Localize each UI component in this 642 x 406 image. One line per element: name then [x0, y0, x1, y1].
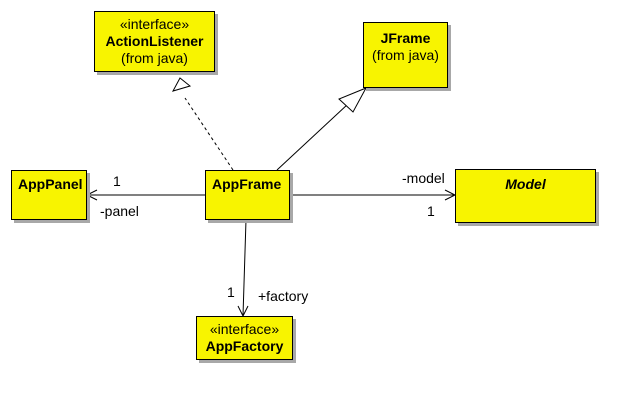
stereotype-label: «interface» [209, 321, 280, 337]
realization-line [184, 97, 234, 171]
jframe-class[interactable]: JFrame (from java) [363, 22, 448, 88]
model-multiplicity-label: 1 [427, 203, 435, 219]
app-factory-class[interactable]: «interface» AppFactory [196, 316, 293, 360]
class-name: AppFactory [205, 338, 284, 354]
model-role-label: -model [402, 170, 445, 186]
action-listener-class[interactable]: «interface» ActionListener (from java) [94, 11, 215, 72]
app-frame-class[interactable]: AppFrame [205, 170, 290, 220]
realization-arrowhead [171, 77, 192, 92]
class-name: AppFrame [212, 176, 282, 192]
factory-association-line [242, 219, 247, 317]
generalization-arrowhead [338, 87, 368, 113]
factory-multiplicity-label: 1 [227, 284, 235, 300]
factory-role-label: +factory [258, 288, 309, 304]
package-label: (from java) [372, 47, 439, 63]
generalization-line [276, 103, 349, 171]
class-name: ActionListener [105, 33, 204, 49]
class-name: JFrame [380, 30, 431, 46]
panel-multiplicity-label: 1 [113, 173, 121, 189]
app-panel-class[interactable]: AppPanel [11, 170, 87, 220]
class-name: Model [505, 176, 546, 192]
panel-role-label: -panel [100, 203, 139, 219]
class-name: AppPanel [18, 176, 83, 192]
stereotype-label: «interface» [119, 16, 190, 32]
package-label: (from java) [121, 50, 188, 66]
panel-association-arrowhead [85, 189, 98, 201]
model-class[interactable]: Model [455, 169, 596, 223]
